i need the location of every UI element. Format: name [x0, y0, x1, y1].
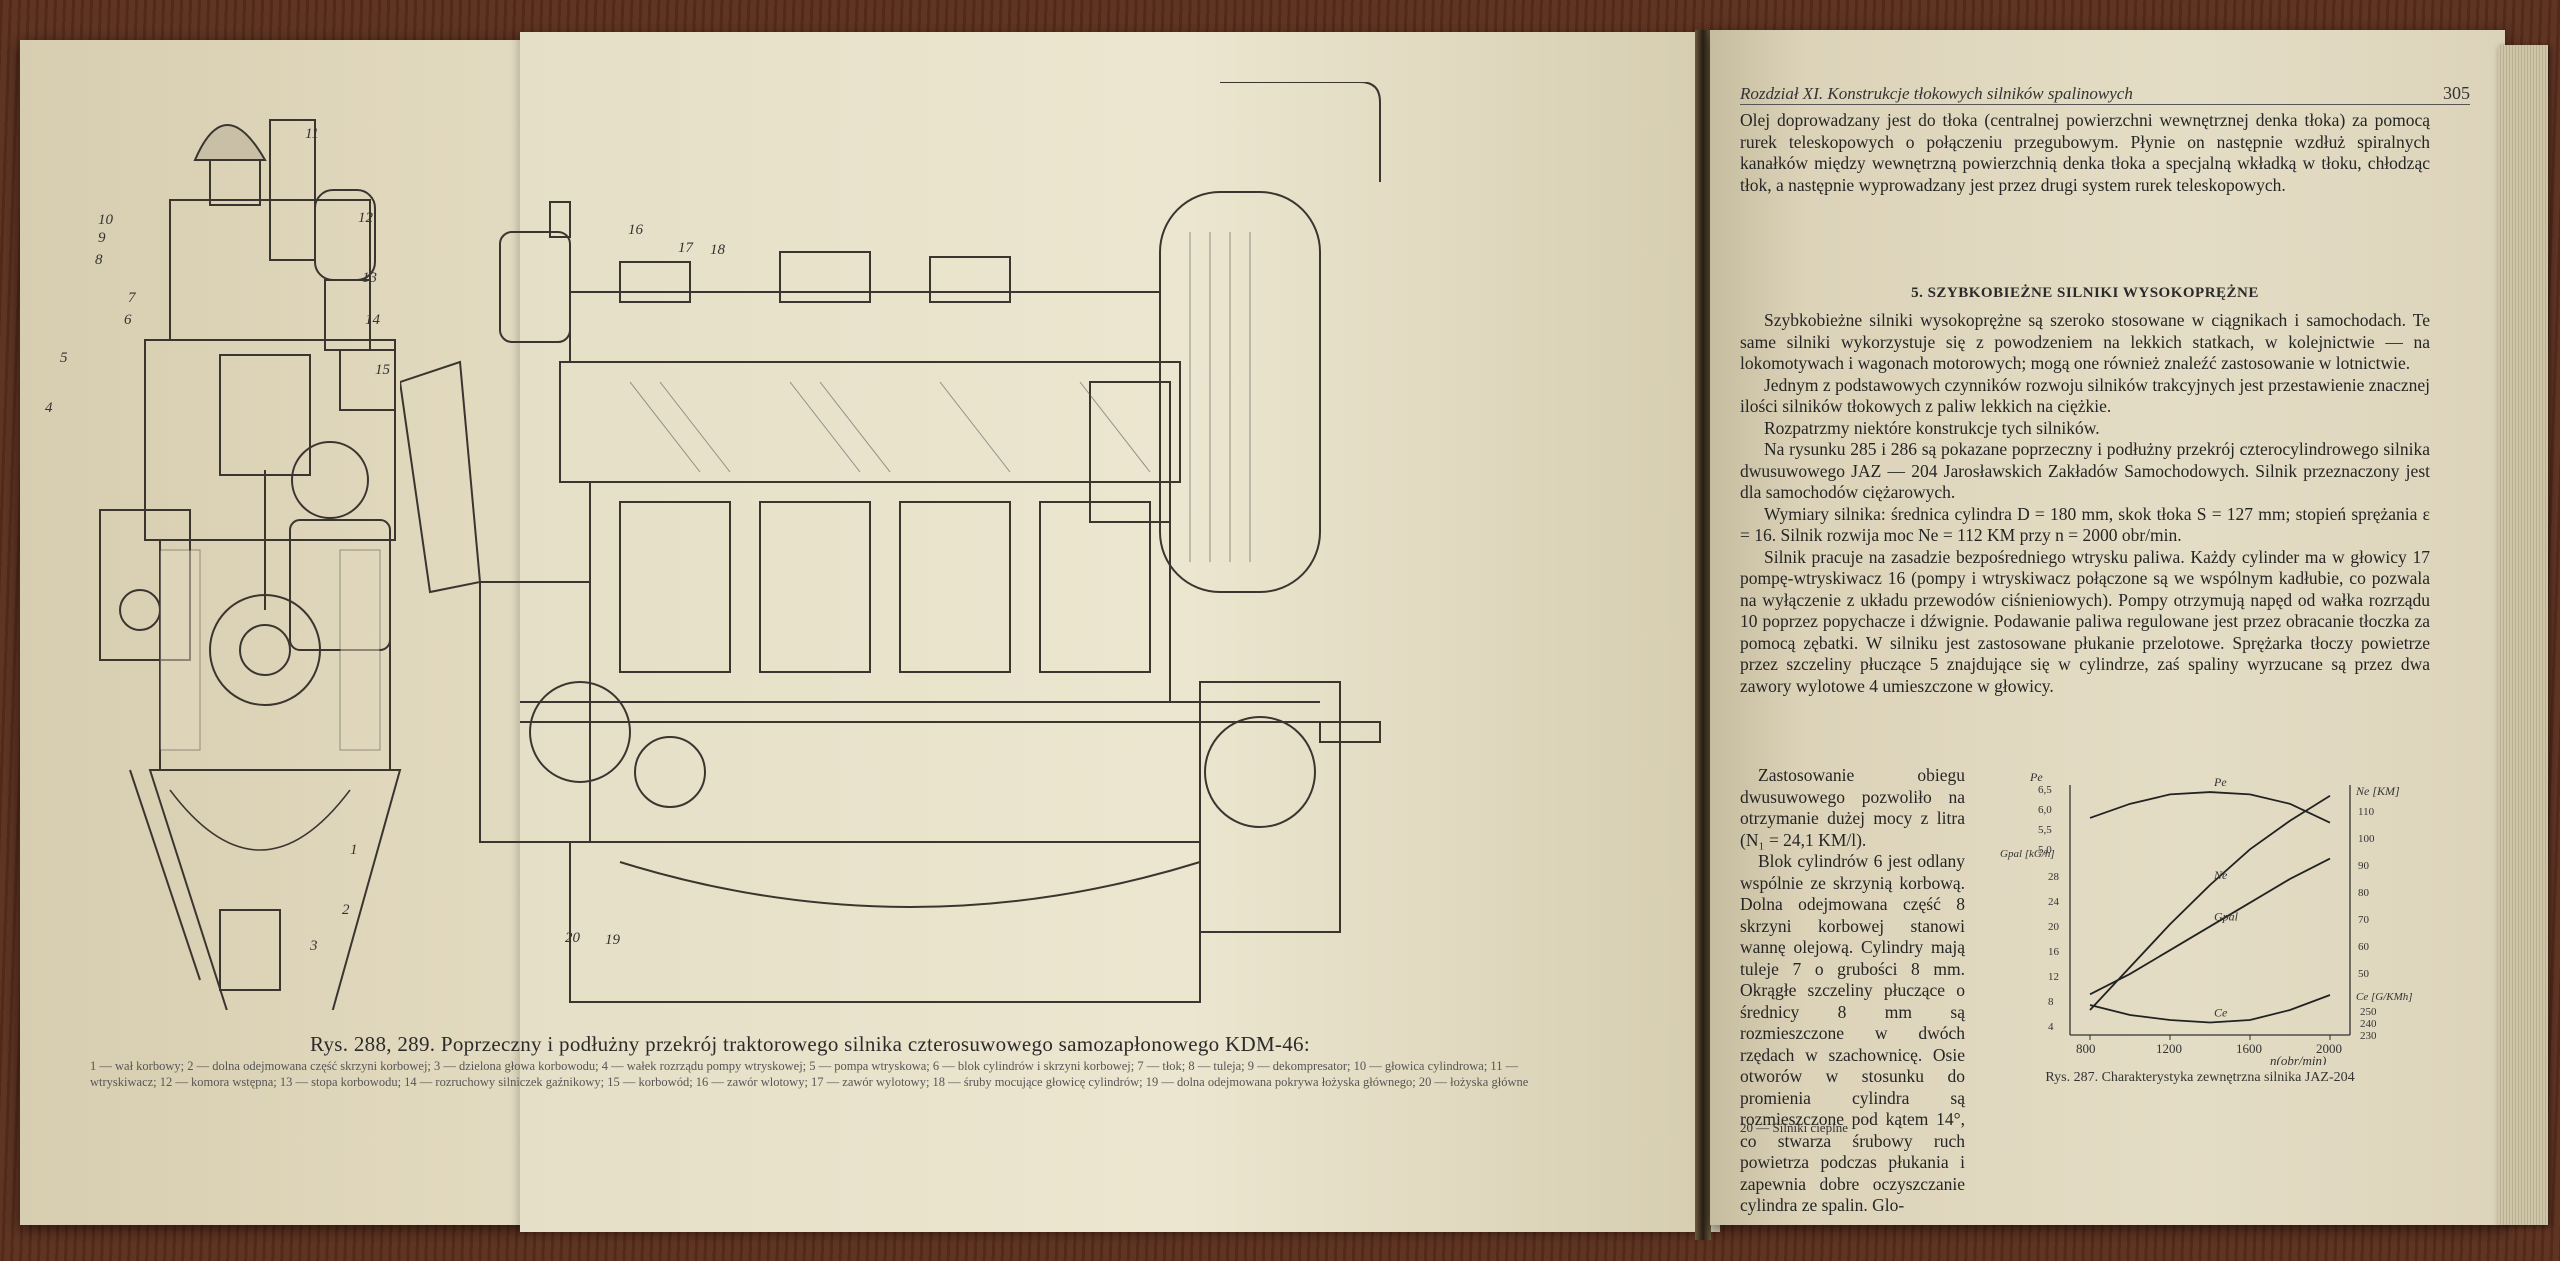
series-line-ce: [2089, 994, 2331, 1024]
series-line-pe: [2089, 791, 2331, 824]
pe-axis-label: Pe: [2029, 770, 2043, 784]
paragraph: Blok cylindrów 6 jest odlany wspólnie ze…: [1740, 851, 1965, 1215]
series-line-gpal: [2089, 857, 2331, 996]
figure-caption-title: Rys. 288, 289. Poprzeczny i podłużny prz…: [310, 1032, 1310, 1056]
ne-tick-label: 110: [2358, 806, 2375, 818]
series-label-pe: Pe: [2213, 775, 2227, 789]
figure-caption-288-289: Rys. 288, 289. Poprzeczny i podłużny prz…: [90, 1032, 1530, 1090]
gpal-axis-label: Gpal [kG/h]: [2000, 848, 2055, 860]
gpal-tick-label: 12: [2048, 971, 2059, 983]
callout-label: 2: [342, 902, 350, 918]
callout-label: 17: [678, 240, 693, 256]
main-text-block: Szybkobieżne silniki wysokoprężne są sze…: [1740, 310, 2430, 697]
gpal-tick-label: 24: [2048, 896, 2060, 908]
pe-tick-label: 6,0: [2038, 804, 2052, 816]
ce-tick-label: 230: [2360, 1030, 2377, 1042]
narrow-text-column: Zastosowanie obiegu dwusuwowego pozwolił…: [1740, 765, 1965, 1217]
paragraph: Na rysunku 285 i 286 są pokazane poprzec…: [1740, 439, 2430, 502]
figure-caption-287: Rys. 287. Charakterystyka zewnętrzna sil…: [2045, 1070, 2355, 1085]
pe-tick-label: 5,5: [2038, 824, 2052, 836]
callout-label: 11: [305, 126, 319, 142]
gpal-tick-label: 16: [2048, 946, 2060, 958]
paragraph: Jednym z podstawowych czynników rozwoju …: [1740, 374, 2430, 417]
figure-caption-legend: 1 — wał korbowy; 2 — dolna odejmowana cz…: [90, 1059, 1529, 1089]
x-tick-label: 1600: [2236, 1041, 2262, 1056]
ne-tick-label: 60: [2358, 941, 2370, 953]
ne-tick-label: 50: [2358, 968, 2370, 980]
ne-tick-label: 80: [2358, 887, 2370, 899]
callout-label: 18: [710, 242, 725, 258]
left-page: 10 9 8 7 6 5 4 11 12 13 14 15 1 2 3 16 1…: [20, 32, 1720, 1232]
paragraph: Rozpatrzmy niektóre konstrukcje tych sil…: [1764, 417, 2100, 438]
ne-tick-label: 70: [2358, 914, 2370, 926]
callout-label: 9: [98, 230, 106, 246]
x-tick-label: 1200: [2156, 1041, 2182, 1056]
engine-cross-section-drawing: [99, 119, 402, 1010]
ne-tick-label: 100: [2358, 833, 2375, 845]
callout-label: 8: [95, 252, 103, 268]
callout-label: 4: [45, 400, 53, 416]
ce-axis-label: Ce [G/KMh]: [2356, 991, 2413, 1003]
page-number: 305: [2443, 83, 2470, 103]
callout-label: 13: [362, 270, 377, 286]
gpal-tick-label: 28: [2048, 871, 2060, 883]
running-head: Rozdział XI. Konstrukcje tłokowych silni…: [1740, 78, 2470, 105]
paragraph-oil-cooling: Olej doprowadzany jest do tłoka (central…: [1740, 110, 2430, 196]
section-title: 5. SZYBKOBIEŻNE SILNIKI WYSOKOPRĘŻNE: [1911, 285, 2259, 301]
series-label-ne: Ne: [2213, 868, 2228, 882]
callout-label: 15: [375, 362, 390, 378]
gpal-tick-label: 8: [2048, 996, 2054, 1008]
x-axis-label: n(obr/min): [2270, 1053, 2326, 1065]
pe-tick-label: 6,5: [2038, 784, 2052, 796]
gpal-tick-label: 4: [2048, 1021, 2054, 1033]
callout-label: 1: [350, 842, 358, 858]
callout-label: 14: [365, 312, 380, 328]
chapter-title: Rozdział XI. Konstrukcje tłokowych silni…: [1740, 84, 2133, 103]
paragraph: Szybkobieżne silniki wysokoprężne są sze…: [1740, 310, 2430, 373]
gpal-tick-label: 20: [2048, 921, 2060, 933]
callout-label: 5: [60, 350, 68, 366]
paragraph: Silnik pracuje na zasadzie bezpośrednieg…: [1740, 546, 2430, 696]
engine-longitudinal-section-drawing: [400, 82, 1381, 1003]
right-page: Rozdział XI. Konstrukcje tłokowych silni…: [1710, 30, 2505, 1225]
callout-label: 3: [310, 938, 318, 954]
callout-label: 10: [98, 212, 113, 228]
x-tick-label: 800: [2076, 1041, 2096, 1056]
foldout-panel: [400, 32, 1720, 1232]
callout-label: 12: [358, 210, 373, 226]
ne-tick-label: 90: [2358, 860, 2370, 872]
page-footer: 20 — Silniki cieplne: [1740, 1120, 1848, 1135]
callout-label: 7: [128, 290, 136, 306]
ne-axis-label: Ne [KM]: [2355, 784, 2400, 798]
callout-label: 16: [628, 222, 643, 238]
series-label-gpal: Gpal: [2214, 909, 2239, 923]
paragraph: Wymiary silnika: średnica cylindra D = 1…: [1740, 503, 2430, 546]
pe-tick-label: 5,0: [2038, 844, 2052, 856]
series-line-ne: [2089, 794, 2331, 1011]
callout-label: 6: [124, 312, 132, 328]
page-edge-stack: [2498, 45, 2548, 1225]
x-tick-label: 2000: [2316, 1041, 2342, 1056]
callout-label: 19: [605, 932, 620, 948]
series-label-ce: Ce: [2214, 1006, 2228, 1020]
ce-tick-label: 240: [2360, 1018, 2377, 1030]
ce-tick-label: 250: [2360, 1006, 2377, 1018]
callout-label: 20: [565, 930, 580, 946]
paragraph-text: Olej doprowadzany jest do tłoka (central…: [1740, 110, 2430, 195]
paragraph: Zastosowanie obiegu dwusuwowego pozwolił…: [1740, 765, 1965, 850]
book-gutter: [1695, 30, 1711, 1240]
